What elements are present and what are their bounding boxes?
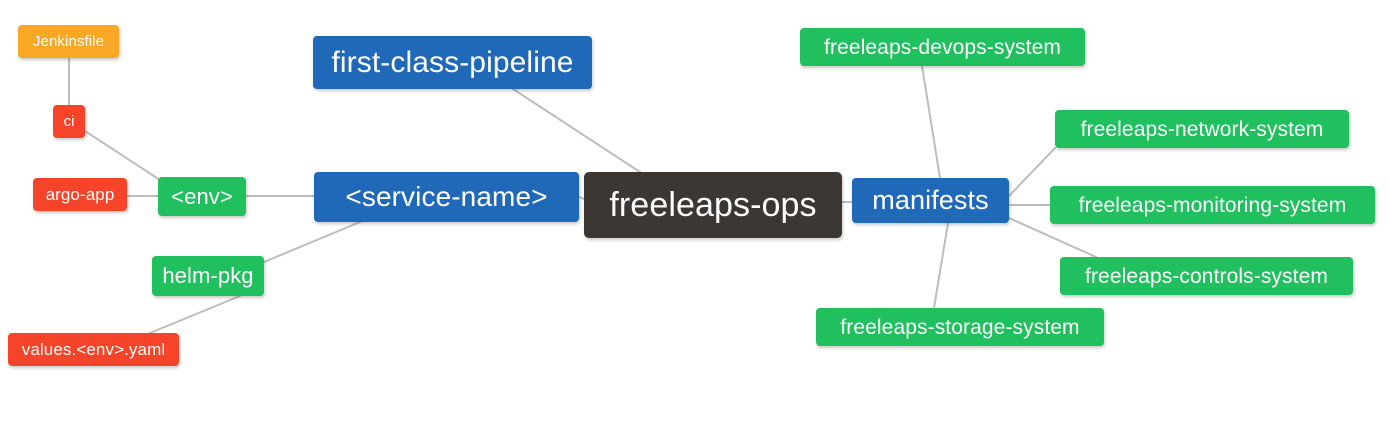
- edge-first-class-pipeline-to-freeleaps-ops: [512, 88, 641, 173]
- edge-manifests-to-freeleaps-network-system: [1008, 147, 1056, 197]
- node-freeleaps-devops-system[interactable]: freeleaps-devops-system: [800, 28, 1085, 66]
- edge-values-yaml-to-helm-pkg: [149, 295, 241, 334]
- node-manifests[interactable]: manifests: [852, 178, 1009, 223]
- node-helm-pkg[interactable]: helm-pkg: [152, 256, 264, 296]
- edge-manifests-to-freeleaps-devops-system: [921, 65, 941, 179]
- node-first-class-pipeline[interactable]: first-class-pipeline: [313, 36, 592, 89]
- edge-manifests-to-freeleaps-storage-system: [933, 222, 949, 309]
- node-freeleaps-network-system[interactable]: freeleaps-network-system: [1055, 110, 1349, 148]
- node-ci[interactable]: ci: [53, 105, 85, 138]
- edge-ci-to-env: [84, 130, 161, 181]
- node-freeleaps-ops[interactable]: freeleaps-ops: [584, 172, 842, 238]
- node-jenkinsfile[interactable]: Jenkinsfile: [18, 25, 119, 58]
- node-freeleaps-controls-system[interactable]: freeleaps-controls-system: [1060, 257, 1353, 295]
- edge-helm-pkg-to-service-name: [263, 221, 361, 263]
- node-service-name[interactable]: <service-name>: [314, 172, 579, 222]
- node-freeleaps-storage-system[interactable]: freeleaps-storage-system: [816, 308, 1104, 346]
- node-values-yaml[interactable]: values.<env>.yaml: [8, 333, 179, 366]
- node-env[interactable]: <env>: [158, 177, 246, 216]
- node-argo-app[interactable]: argo-app: [33, 178, 127, 211]
- node-freeleaps-monitoring-system[interactable]: freeleaps-monitoring-system: [1050, 186, 1375, 224]
